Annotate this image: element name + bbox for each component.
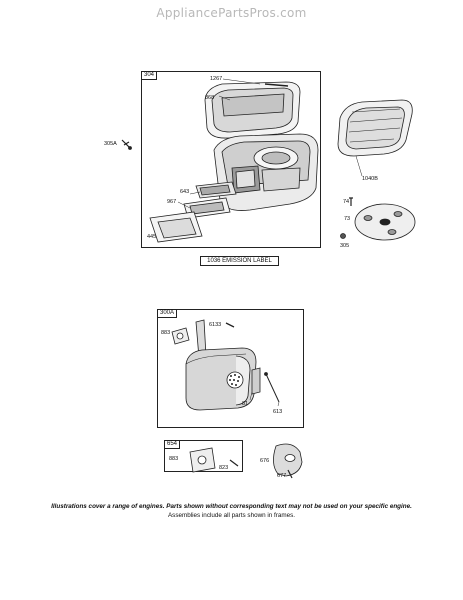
label-883: 883 <box>161 330 171 336</box>
label-868: 868 <box>205 95 215 101</box>
frame-tag-304: 304 <box>141 71 158 80</box>
gasket-kit-frame <box>164 440 243 472</box>
label-613: 613 <box>273 409 283 415</box>
label-74: 74 <box>343 199 350 205</box>
screw-305 <box>340 233 346 239</box>
bolt-613 <box>265 373 280 403</box>
frame-tag-654: 654 <box>164 440 181 449</box>
label-823: 823 <box>219 465 229 471</box>
label-305: 305 <box>340 243 350 249</box>
shield-81 <box>251 367 261 395</box>
muffler-frame <box>157 309 304 428</box>
label-677: 677 <box>277 473 287 479</box>
label-1040b: 1040B <box>362 176 378 182</box>
watermark: AppliancePartsPros.com <box>156 6 307 20</box>
label-6133: 6133 <box>209 322 222 328</box>
frame-tag-300a: 300A <box>157 309 178 318</box>
air-cleaner-frame <box>141 71 321 248</box>
emission-label-box: 1036 EMISSION LABEL <box>200 256 279 266</box>
disclaimer-line-2: Assemblies include all parts shown in fr… <box>167 512 296 519</box>
label-305a: 305A <box>104 141 117 147</box>
label-883-kit: 883 <box>169 456 179 462</box>
label-643: 643 <box>180 189 190 195</box>
label-73: 73 <box>344 216 351 222</box>
label-967: 967 <box>167 199 177 205</box>
nut-74 <box>349 197 353 206</box>
disclaimer-line-1: Illustrations cover a range of engines. … <box>51 503 412 510</box>
label-1267: 1267 <box>210 76 223 82</box>
label-81: 81 <box>242 401 249 407</box>
screw-823 <box>229 459 239 467</box>
screw-677 <box>287 469 293 479</box>
label-676: 676 <box>260 458 270 464</box>
label-445: 445 <box>147 234 157 240</box>
